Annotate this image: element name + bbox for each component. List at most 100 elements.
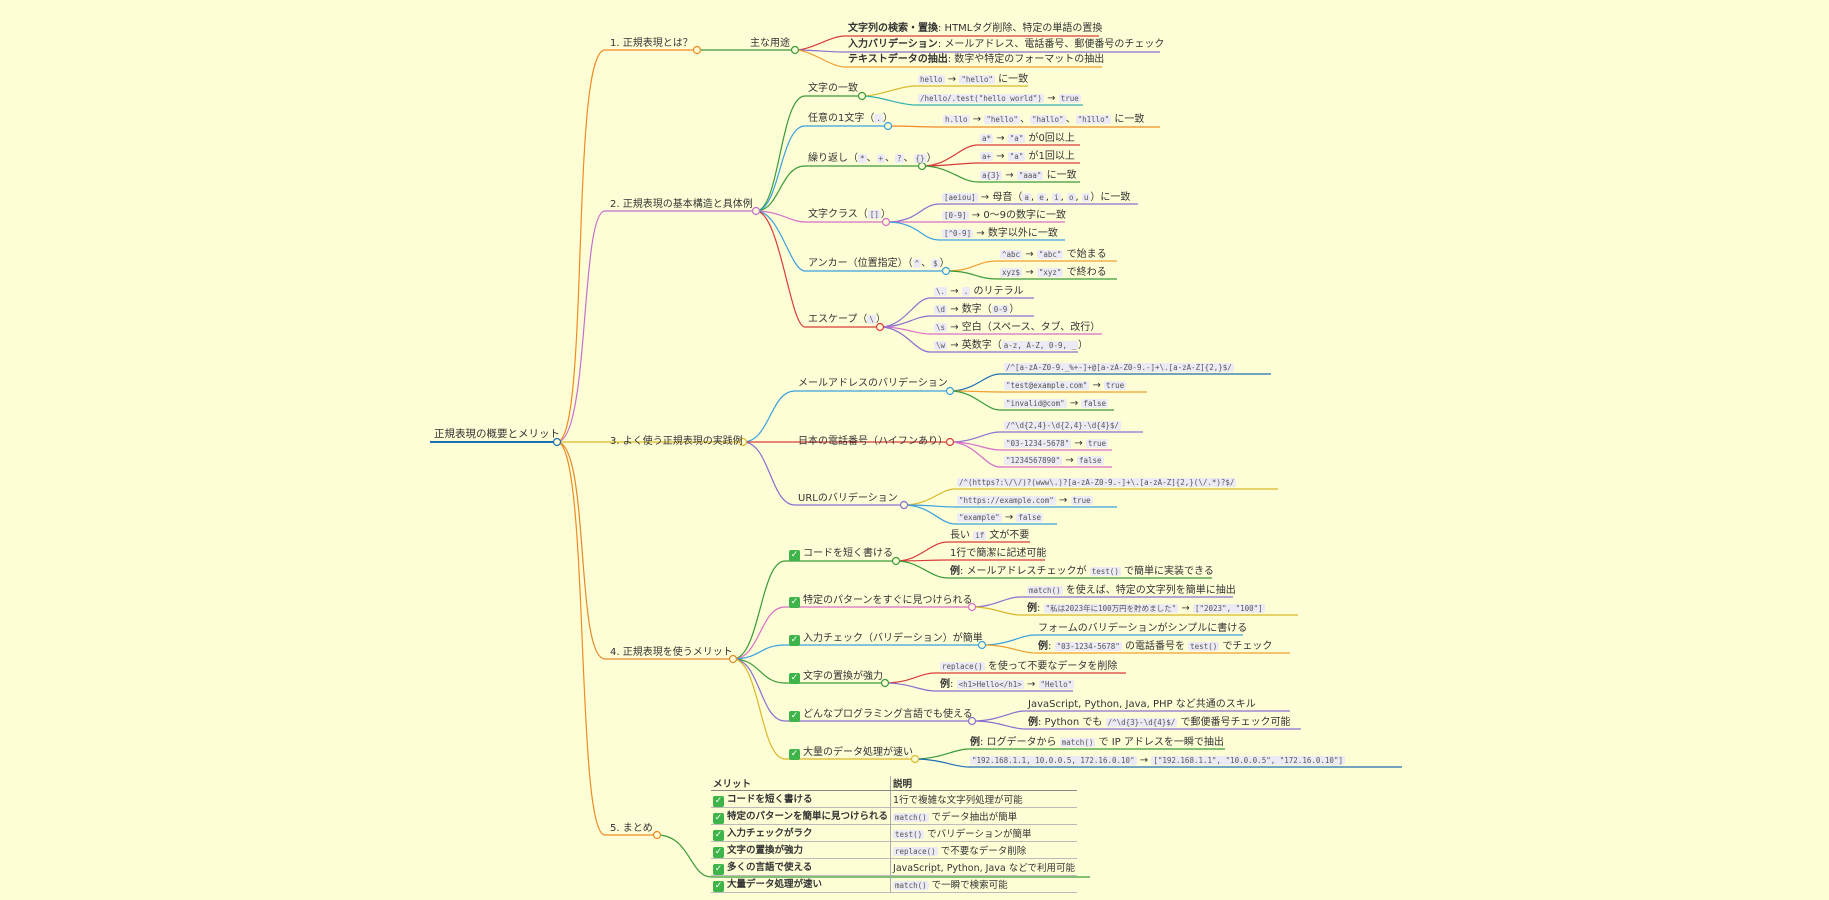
section-4-title[interactable]: 4. 正規表現を使うメリット: [610, 647, 733, 658]
table-row: ✓文字の置換が強力 replace() で不要なデータ削除: [711, 841, 1078, 859]
s1-item-1: 文字列の検索・置換: HTMLタグ削除、特定の単語の置換: [848, 23, 1103, 34]
s2-class-ex2: [0-9] → 0〜9の数字に一致: [942, 210, 1067, 221]
check-icon: ✓: [789, 550, 800, 561]
s3-phone-ex2: "1234567890" → false: [1004, 455, 1104, 466]
table-header: メリット: [711, 776, 892, 791]
s2-rep-ex1: a* → "a" が0回以上: [980, 133, 1075, 144]
check-icon: ✓: [789, 749, 800, 760]
summary-table: メリット 説明 ✓コードを短く書ける 1行で複雑な文字列処理が可能 ✓特定のパタ…: [711, 776, 1078, 893]
s4-short-ex1: 長い if 文が不要: [950, 530, 1030, 541]
s1-item-2: 入力バリデーション: メールアドレス、電話番号、郵便番号のチェック: [848, 39, 1165, 50]
s4-fast-ex1: 例: ログデータから match() で IP アドレスを一瞬で抽出: [970, 737, 1224, 748]
s3-url[interactable]: URLのバリデーション: [798, 493, 898, 504]
root-node[interactable]: 正規表現の概要とメリット: [434, 428, 560, 440]
s3-email[interactable]: メールアドレスのバリデーション: [798, 378, 948, 389]
edge-root-s5: [556, 441, 657, 836]
section-1-title[interactable]: 1. 正規表現とは？: [610, 38, 693, 49]
s3-email-ex2: "invalid@com" → false: [1004, 398, 1109, 409]
s2-anchor[interactable]: アンカー（位置指定）（^、$）: [808, 258, 950, 269]
s2-char-class[interactable]: 文字クラス（[]）: [808, 209, 891, 220]
s2-escape-ex3: \s → 空白（スペース、タブ、改行）: [934, 322, 1101, 333]
s3-url-regex: /^(https?:\/\/)?(www\.)?[a-zA-Z0-9.-]+\.…: [957, 478, 1237, 487]
s2-escape-ex2: \d → 数字（0-9）: [934, 304, 1020, 315]
table-cell: JavaScript, Python, Java などで利用可能: [893, 863, 1076, 874]
table-cell: replace() で不要なデータ削除: [893, 846, 1027, 857]
table-row: ✓コードを短く書ける 1行で複雑な文字列処理が可能: [711, 790, 1078, 808]
s3-phone[interactable]: 日本の電話番号（ハイフンあり）: [798, 436, 948, 447]
edge-root-s1: [556, 49, 697, 443]
s4-fast-ex2: "192.168.1.1, 10.0.0.5, 172.16.0.10" → […: [970, 755, 1345, 766]
check-icon: ✓: [713, 813, 724, 824]
s4-replace[interactable]: ✓文字の置換が強力: [789, 671, 883, 684]
s3-email-ex1: "test@example.com" → true: [1004, 380, 1127, 391]
section-2-title[interactable]: 2. 正規表現の基本構造と具体例: [610, 199, 753, 210]
s2-char-match-ex1: hello → "hello" に一致: [918, 74, 1029, 85]
check-icon: ✓: [789, 711, 800, 722]
s4-find-ex2: 例: "私は2023年に100万円を貯めました" → ["2023", "100…: [1027, 603, 1265, 614]
check-icon: ✓: [789, 597, 800, 608]
table-cell: ✓入力チェックがラク: [711, 824, 892, 842]
s2-anchor-ex1: ^abc → "abc" で始まる: [1000, 249, 1107, 260]
s4-replace-ex1: replace() を使って不要なデータを削除: [940, 661, 1118, 672]
check-icon: ✓: [713, 847, 724, 858]
table-cell: ✓コードを短く書ける: [711, 790, 892, 808]
table-cell: match() でデータ抽出が簡単: [893, 812, 1018, 823]
s2-rep-ex3: a{3} → "aaa" に一致: [980, 170, 1077, 181]
s4-fast[interactable]: ✓大量のデータ処理が速い: [789, 747, 913, 760]
s4-short-ex3: 例: メールアドレスチェックが test() で簡単に実装できる: [950, 566, 1214, 577]
table-cell: ✓多くの言語で使える: [711, 858, 892, 876]
edge-root-s4: [556, 441, 733, 660]
table-cell: test() でバリデーションが簡単: [893, 829, 1032, 840]
s2-anchor-ex2: xyz$ → "xyz" で終わる: [1000, 267, 1107, 278]
table-row: ✓大量データ処理が速い match() で一瞬で検索可能: [711, 875, 1078, 893]
s2-rep-ex2: a+ → "a" が1回以上: [980, 151, 1075, 162]
s2-class-ex1: [aeiou] → 母音（a, e, i, o, u）に一致: [942, 192, 1131, 203]
s4-lang-ex1: JavaScript, Python, Java, PHP など共通のスキル: [1028, 699, 1256, 710]
section-3-title[interactable]: 3. よく使う正規表現の実践例: [610, 436, 743, 447]
s4-replace-ex2: 例: <h1>Hello</h1> → "Hello": [940, 679, 1075, 690]
s2-char-match-ex2: /hello/.test("hello world") → true: [918, 93, 1081, 104]
check-icon: ✓: [789, 673, 800, 684]
s4-any-language[interactable]: ✓どんなプログラミング言語でも使える: [789, 709, 973, 722]
s3-phone-ex1: "03-1234-5678" → true: [1004, 438, 1109, 449]
table-header: 説明: [890, 776, 1078, 791]
table-cell: match() で一瞬で検索可能: [893, 880, 1008, 891]
check-icon: ✓: [713, 796, 724, 807]
s4-find-pattern[interactable]: ✓特定のパターンをすぐに見つけられる: [789, 595, 973, 608]
s4-short-ex2: 1行で簡潔に記述可能: [950, 548, 1047, 559]
s4-valid-ex1: フォームのバリデーションがシンプルに書ける: [1038, 623, 1248, 634]
s2-any-char[interactable]: 任意の1文字（.）: [808, 113, 893, 124]
table-row: ✓多くの言語で使える JavaScript, Python, Java などで利…: [711, 858, 1078, 876]
table-cell: ✓特定のパターンを簡単に見つけられる: [711, 807, 892, 825]
s2-escape-ex4: \w → 英数字（a-z, A-Z, 0-9, _）: [934, 340, 1089, 351]
table-cell: ✓大量データ処理が速い: [711, 875, 892, 893]
s4-short-code[interactable]: ✓コードを短く書ける: [789, 548, 893, 561]
s1-main-uses[interactable]: 主な用途: [750, 38, 790, 49]
table-cell: ✓文字の置換が強力: [711, 841, 892, 859]
s2-escape-ex1: \. → . のリテラル: [934, 286, 1024, 297]
s3-url-ex1: "https://example.com" → true: [957, 495, 1093, 506]
check-icon: ✓: [713, 830, 724, 841]
section-5-title[interactable]: 5. まとめ: [610, 823, 653, 834]
s3-url-ex2: "example" → false: [957, 512, 1043, 523]
s3-email-regex: /^[a-zA-Z0-9._%+-]+@[a-zA-Z0-9.-]+\.[a-z…: [1004, 363, 1234, 372]
edge-root-s2: [556, 210, 756, 443]
s2-any-char-ex1: h.llo → "hello"、"hallo"、"h1llo" に一致: [943, 114, 1145, 125]
table-row: ✓入力チェックがラク test() でバリデーションが簡単: [711, 824, 1078, 842]
s2-char-match[interactable]: 文字の一致: [808, 83, 858, 94]
s4-valid-ex2: 例: "03-1234-5678" の電話番号を test() でチェック: [1038, 641, 1273, 652]
s1-item-3: テキストデータの抽出: 数字や特定のフォーマットの抽出: [848, 54, 1105, 65]
check-icon: ✓: [789, 635, 800, 646]
s2-escape[interactable]: エスケープ（\）: [808, 314, 886, 325]
table-row: ✓特定のパターンを簡単に見つけられる match() でデータ抽出が簡単: [711, 807, 1078, 825]
s2-repetition[interactable]: 繰り返し（*、+、?、{}）: [808, 153, 937, 164]
s3-phone-regex: /^\d{2,4}-\d{2,4}-\d{4}$/: [1004, 421, 1121, 430]
s4-lang-ex2: 例: Python でも /^\d{3}-\d{4}$/ で郵便番号チェック可能: [1028, 717, 1291, 728]
check-icon: ✓: [713, 881, 724, 892]
s4-find-ex1: match() を使えば、特定の文字列を簡単に抽出: [1027, 585, 1236, 596]
table-header-row: メリット 説明: [711, 776, 1078, 791]
table-cell: 1行で複雑な文字列処理が可能: [893, 795, 1023, 806]
s2-class-ex3: [^0-9] → 数字以外に一致: [942, 228, 1058, 239]
s4-validation[interactable]: ✓入力チェック（バリデーション）が簡単: [789, 633, 983, 646]
